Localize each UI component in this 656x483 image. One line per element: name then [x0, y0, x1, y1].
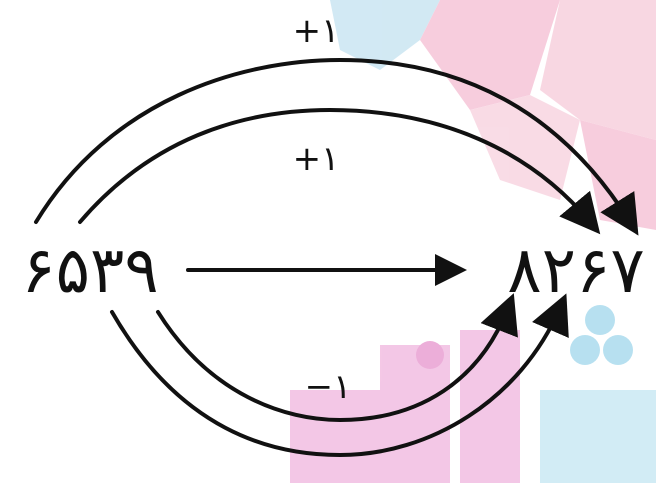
watermark-cyan-dot-2: [570, 335, 600, 365]
label-inner-top: +۱: [293, 139, 340, 179]
watermark-blue-shape: [330, 0, 440, 70]
watermark-cyan-block-1: [540, 390, 656, 483]
outer-top-arc: [34, 57, 639, 236]
watermark-magenta-block-3: [460, 330, 520, 483]
watermark-cyan-dot-3: [603, 335, 633, 365]
watermark-pink-shape-1: [420, 0, 560, 110]
background-watermark: [290, 0, 656, 483]
target-number: ۸۲۶۷: [507, 234, 645, 308]
outer-bottom-arc: [110, 293, 569, 458]
inner-top-arc: [78, 107, 601, 235]
watermark-magenta-dot: [416, 341, 444, 369]
label-bottom: −۱: [305, 367, 352, 407]
inner-bottom-arc: [156, 293, 518, 423]
source-number: ۶۵۳۹: [21, 234, 159, 308]
label-outer-top: +۱: [293, 11, 340, 51]
watermark-cyan-dot-1: [585, 305, 615, 335]
watermark-magenta-block-1: [290, 390, 380, 483]
watermark-pink-shape-2: [540, 0, 656, 140]
watermark-pink-shape-3: [470, 95, 580, 200]
